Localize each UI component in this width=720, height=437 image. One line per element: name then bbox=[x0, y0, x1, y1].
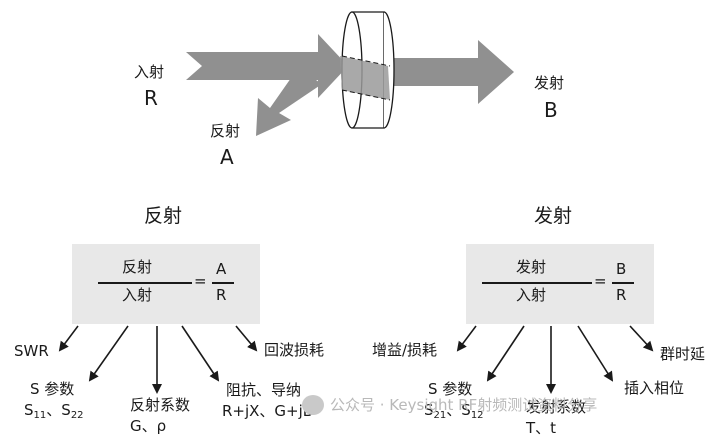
transmission-coef-symbols: T、t bbox=[526, 419, 557, 437]
watermark-text: 公众号 · Keysight RF射频测试资料分享 bbox=[330, 396, 598, 414]
group-delay-label: 群时延 bbox=[660, 345, 706, 363]
gain-loss-label: 增益/损耗 bbox=[372, 341, 438, 359]
right-numerator: 发射 bbox=[516, 258, 547, 276]
reflected-label: 反射 bbox=[210, 122, 241, 140]
right-heading: 发射 bbox=[534, 205, 573, 227]
left-equals: = bbox=[194, 272, 207, 290]
reflection-coef-symbols: G、ρ bbox=[130, 417, 167, 435]
right-s-params-label: S 参数 bbox=[428, 380, 473, 398]
reflected-arrow bbox=[256, 68, 322, 136]
left-fraction-bar bbox=[98, 282, 192, 284]
left-heading: 反射 bbox=[144, 205, 183, 227]
right-ratio-bar bbox=[612, 282, 634, 284]
swr-label: SWR bbox=[14, 342, 49, 360]
right-ratio-box: 发射 入射 = B R bbox=[466, 244, 654, 324]
incident-label: 入射 bbox=[134, 63, 165, 81]
incident-letter: R bbox=[144, 86, 158, 110]
reflection-coef-label: 反射系数 bbox=[130, 396, 191, 414]
left-ratio-num: A bbox=[216, 260, 227, 278]
right-equals: = bbox=[594, 272, 607, 290]
left-s-params-label: S 参数 bbox=[30, 380, 75, 398]
right-ratio-den: R bbox=[616, 286, 627, 304]
left-denominator: 入射 bbox=[122, 286, 153, 304]
left-ratio-den: R bbox=[216, 286, 227, 304]
transmitted-letter: B bbox=[544, 98, 558, 122]
return-loss-label: 回波损耗 bbox=[264, 341, 325, 359]
right-fraction-bar bbox=[482, 282, 592, 284]
right-ratio-num: B bbox=[616, 260, 627, 278]
right-output-arrows bbox=[456, 325, 654, 394]
impedance-label: 阻抗、导纳 bbox=[226, 381, 302, 399]
impedance-formula: R+jX、G+jB bbox=[222, 402, 314, 420]
device-cylinder bbox=[340, 11, 395, 129]
left-output-arrows bbox=[58, 325, 258, 394]
incident-arrow bbox=[186, 34, 348, 98]
left-ratio-bar bbox=[212, 282, 234, 284]
insertion-phase-label: 插入相位 bbox=[624, 379, 685, 397]
right-s-params-values: S21、S12 bbox=[424, 401, 484, 421]
transmission-coef-label: 发射系数 bbox=[526, 398, 587, 416]
transmitted-label: 发射 bbox=[534, 74, 565, 92]
transmitted-arrow bbox=[392, 40, 514, 104]
left-s-params-values: S11、S22 bbox=[24, 401, 84, 421]
left-ratio-box: 反射 入射 = A R bbox=[72, 244, 260, 324]
left-numerator: 反射 bbox=[122, 258, 153, 276]
wechat-icon bbox=[302, 395, 324, 415]
right-denominator: 入射 bbox=[516, 286, 547, 304]
reflected-letter: A bbox=[220, 145, 234, 169]
